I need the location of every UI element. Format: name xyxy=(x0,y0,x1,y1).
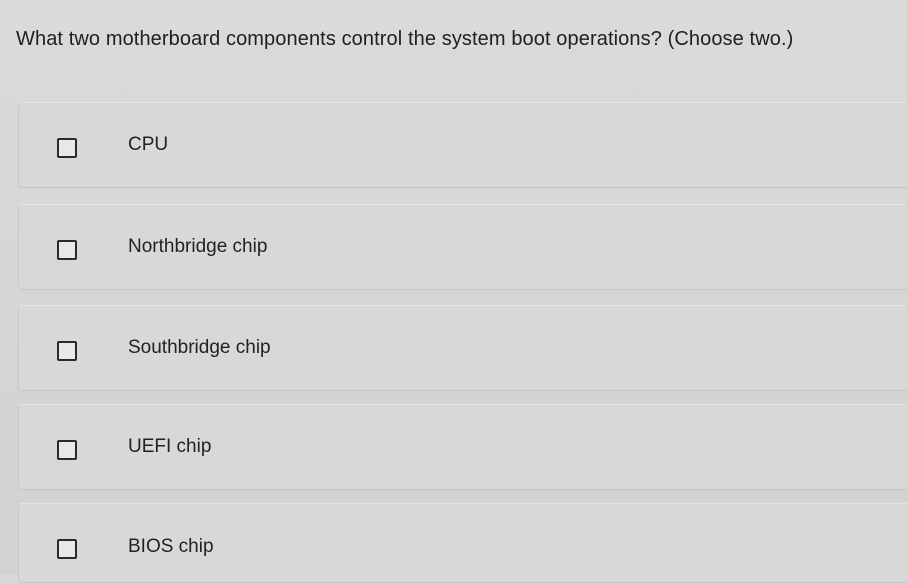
checkbox-icon[interactable] xyxy=(57,240,77,260)
answer-option-label: UEFI chip xyxy=(128,436,212,457)
question-text: What two motherboard components control … xyxy=(16,28,794,50)
answer-option-label: BIOS chip xyxy=(128,536,214,557)
answer-option-northbridge-chip[interactable]: Northbridge chip xyxy=(18,204,907,290)
answer-option-southbridge-chip[interactable]: Southbridge chip xyxy=(18,305,907,391)
answer-option-label: Southbridge chip xyxy=(128,337,271,358)
checkbox-icon[interactable] xyxy=(57,138,77,158)
answer-option-label: Northbridge chip xyxy=(128,236,268,257)
answer-option-cpu[interactable]: CPU xyxy=(18,102,907,188)
checkbox-icon[interactable] xyxy=(57,539,77,559)
answer-option-label: CPU xyxy=(128,134,169,155)
answer-options-list: CPU Northbridge chip Southbridge chip UE… xyxy=(18,100,907,583)
checkbox-icon[interactable] xyxy=(57,341,77,361)
answer-option-bios-chip[interactable]: BIOS chip xyxy=(18,503,907,583)
checkbox-icon[interactable] xyxy=(57,440,77,460)
answer-option-uefi-chip[interactable]: UEFI chip xyxy=(18,404,907,490)
